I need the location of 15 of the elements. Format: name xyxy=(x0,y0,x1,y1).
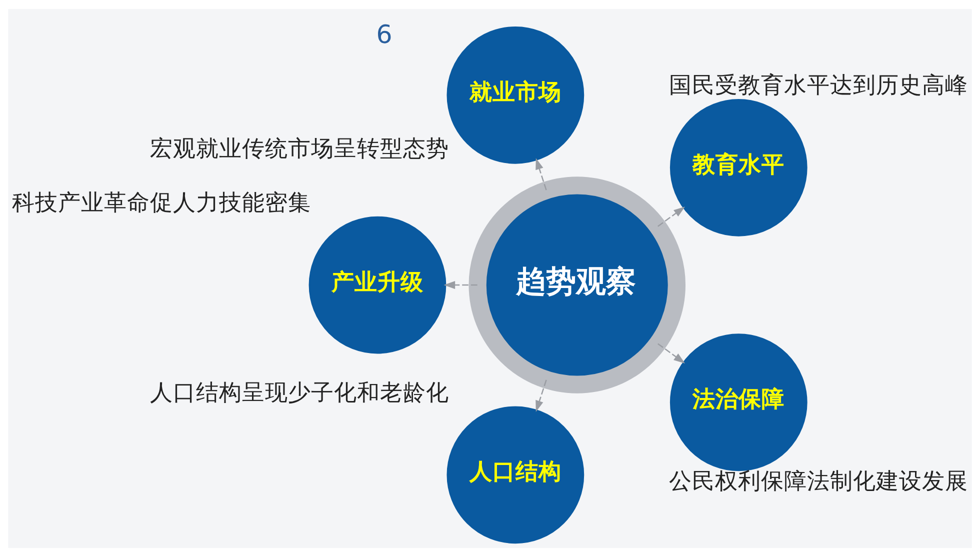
arrow xyxy=(536,158,547,190)
node-label: 人口结构呈现少子化和老龄化 xyxy=(150,380,449,406)
label: 6 xyxy=(376,20,392,50)
node-circle: 教育水平 xyxy=(670,99,808,236)
arrow xyxy=(536,380,547,412)
arrow xyxy=(444,281,478,289)
node-label: 公民权利保障法制化建设发展 xyxy=(669,468,968,495)
arrow xyxy=(658,206,686,227)
arrow xyxy=(658,343,686,364)
node-circle: 就业市场 xyxy=(446,26,584,164)
node-label: 宏观就业传统市场呈转型态势 xyxy=(150,136,449,162)
node-label: 科技产业革命促人力技能密集 xyxy=(12,190,311,216)
node-circle: 产业升级 xyxy=(308,216,446,354)
node-circle: 人口结构 xyxy=(446,406,584,544)
node-label: 国民受教育水平达到历史高峰 xyxy=(669,72,968,99)
